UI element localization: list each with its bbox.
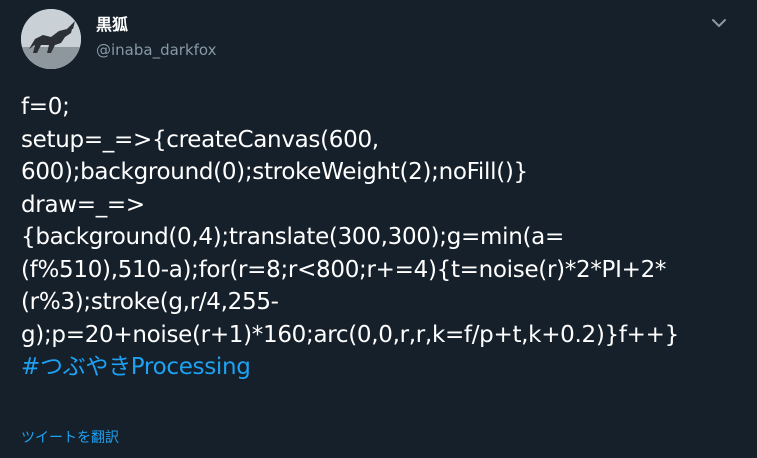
tweet-text-line: draw=_=> [21, 191, 145, 218]
tweet-text-line: f=0; [21, 94, 70, 120]
avatar-image [21, 9, 81, 69]
chevron-down-icon[interactable] [710, 14, 728, 32]
avatar[interactable] [21, 9, 81, 69]
tweet-text-line: g);p=20+noise(r+1)*160;arc(0,0,r,r,k=f/p… [21, 321, 679, 348]
tweet-text-line: (f%510),510-a);for(r=8;r<800;r+=4){t=noi… [21, 256, 667, 283]
display-name[interactable]: 黒狐 [96, 15, 129, 34]
tweet-text-line: 600);background(0);strokeWeight(2);noFil… [21, 159, 528, 185]
translate-tweet-link[interactable]: ツイートを翻訳 [21, 430, 119, 446]
tweet-text-line: {background(0,4);translate(300,300);g=mi… [21, 224, 564, 250]
tweet-text: f=0; setup=_=>{createCanvas(600, 600);ba… [21, 91, 746, 384]
tweet-text-line: (r%3);stroke(g,r/4,255- [21, 289, 279, 315]
hashtag-link[interactable]: #つぶやきProcessing [21, 354, 251, 380]
tweet-text-line: setup=_=>{createCanvas(600, [21, 126, 379, 153]
user-handle[interactable]: @inaba_darkfox [96, 41, 217, 59]
